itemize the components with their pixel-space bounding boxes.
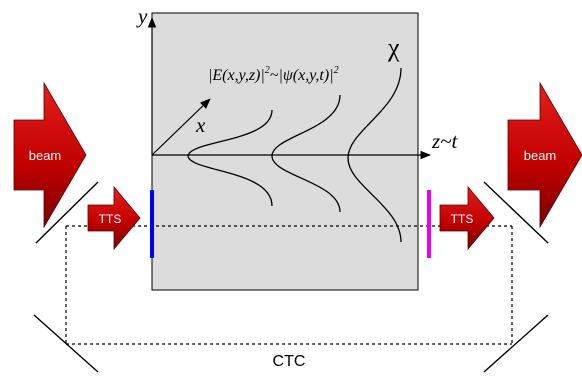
interaction-panel <box>151 12 419 291</box>
mirror-top-left <box>35 181 99 244</box>
mirror-bottom-right <box>483 314 549 373</box>
ctc-label: CTC <box>273 353 306 370</box>
chi-label: χ <box>387 33 400 62</box>
mirror-bottom-left <box>33 314 99 373</box>
wave-packets <box>187 67 402 243</box>
tts-label-left: TTS <box>99 212 122 226</box>
z-axis-label: z~t <box>431 129 459 153</box>
mirrors <box>33 181 549 373</box>
beam-label-left: beam <box>29 148 62 163</box>
intensity-formula: |E(x,y,z)|2~|ψ(x,y,t)|2 <box>208 65 339 84</box>
tts-arrow-right: TTS <box>439 185 495 251</box>
formula-left: |E(x,y,z)| <box>208 67 265 84</box>
packet-3 <box>347 67 402 243</box>
formula-exp2: 2 <box>334 65 339 76</box>
ctc-path <box>65 225 513 345</box>
x-axis-label: x <box>195 113 206 137</box>
beam-label-right: beam <box>524 148 557 163</box>
packet-1 <box>187 109 273 207</box>
beam-arrow-left: beam <box>13 81 87 229</box>
formula-mid: ~|ψ(x,y,t)| <box>270 67 334 84</box>
x-axis <box>151 98 211 156</box>
tts-arrow-left: TTS <box>87 185 141 251</box>
tts-label-right: TTS <box>451 212 474 226</box>
beam-arrow-right: beam <box>507 81 582 229</box>
formula-exp1: 2 <box>265 65 270 76</box>
y-axis-label: y <box>136 4 148 28</box>
mirror-top-right <box>483 181 549 244</box>
packet-2 <box>271 94 341 213</box>
axes <box>147 16 432 160</box>
